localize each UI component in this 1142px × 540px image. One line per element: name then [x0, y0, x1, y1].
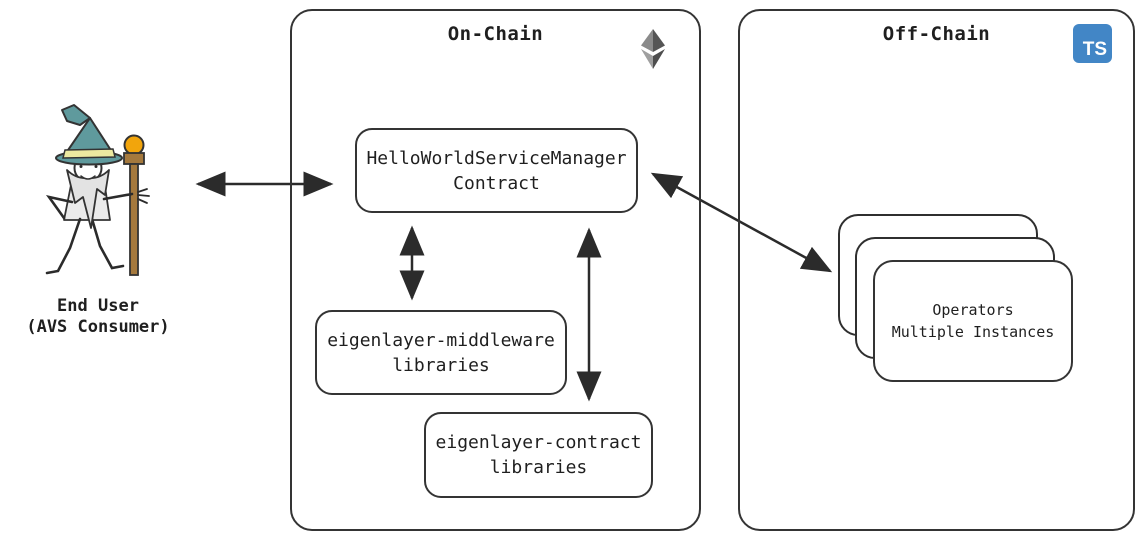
end-user-label: End User (AVS Consumer): [6, 296, 190, 338]
node-service-manager: HelloWorldServiceManager Contract: [355, 128, 638, 213]
wizard-hat-band: [62, 148, 116, 159]
node-middleware-libraries: eigenlayer-middleware libraries: [315, 310, 567, 395]
ethereum-icon: [641, 29, 665, 69]
contract-line1: eigenlayer-contract: [435, 432, 642, 453]
typescript-icon-label: TS: [1082, 39, 1107, 60]
onchain-container: On-Chain: [290, 9, 701, 531]
typescript-icon: TS: [1073, 24, 1112, 63]
wizard-leg-left: [45, 217, 82, 275]
contract-line2: libraries: [489, 457, 588, 478]
node-contract-libraries: eigenlayer-contract libraries: [424, 412, 653, 498]
operators-line1: Operators: [932, 301, 1014, 319]
wizard-arm-left: [45, 195, 74, 220]
staff-block: [123, 152, 145, 165]
eth-facet-top-left: [641, 29, 653, 52]
wizard-arm-right: [102, 192, 134, 201]
wizard-hand: [137, 188, 150, 204]
eth-facet-bottom-left: [641, 49, 653, 69]
wizard-eye-left: [79, 165, 83, 168]
staff-orb: [123, 134, 145, 156]
wizard-illustration: [45, 104, 150, 276]
onchain-title: On-Chain: [447, 23, 544, 45]
wizard-leg-right: [90, 217, 125, 270]
operators-line2: Multiple Instances: [891, 323, 1055, 341]
eth-facet-top-right: [653, 29, 665, 52]
offchain-title: Off-Chain: [882, 23, 991, 45]
wizard-eye-right: [94, 165, 98, 168]
service-manager-line2: Contract: [453, 172, 540, 194]
offchain-container: Off-Chain TS: [738, 9, 1135, 531]
wizard-beard: [66, 169, 110, 229]
node-operators: Operators Multiple Instances: [873, 260, 1073, 382]
staff-rod: [129, 163, 139, 276]
wizard-mustache: [80, 175, 96, 180]
middleware-line1: eigenlayer-middleware: [327, 329, 555, 351]
service-manager-line1: HelloWorldServiceManager: [366, 147, 627, 169]
end-user-line2: (AVS Consumer): [26, 317, 170, 337]
middleware-line2: libraries: [392, 354, 490, 376]
end-user-line1: End User: [57, 296, 139, 316]
wizard-hat-tip: [61, 104, 91, 126]
eth-facet-bottom-right: [653, 49, 665, 69]
